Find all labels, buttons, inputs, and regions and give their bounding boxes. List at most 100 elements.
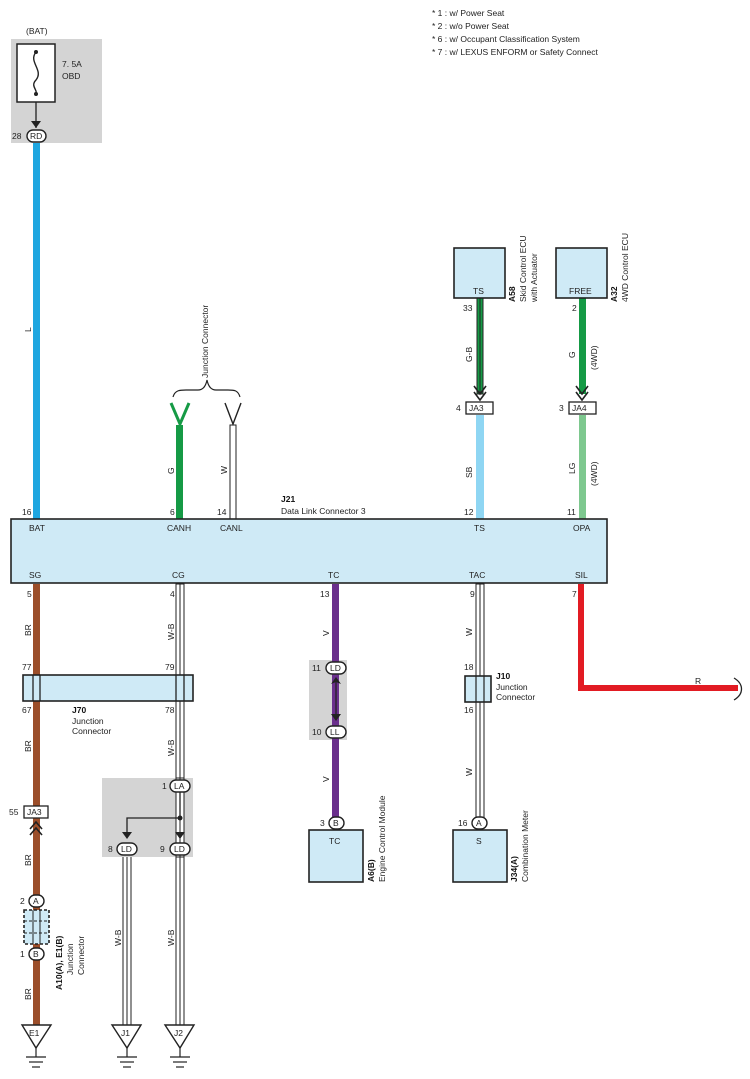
4wd-id: A32 <box>609 286 619 302</box>
wire-continue-icon <box>733 677 743 701</box>
svg-text:2: 2 <box>20 896 25 906</box>
ground-icon <box>20 1024 53 1050</box>
option-notes: * 1 : w/ Power Seat * 2 : w/o Power Seat… <box>432 8 598 57</box>
cg-ground-junction: LA 1 LD 8 LD 9 <box>102 777 193 858</box>
wire-free-g <box>579 298 586 394</box>
j70-name2: Connector <box>72 726 111 736</box>
svg-text:A: A <box>33 896 39 906</box>
sg-ja3-connector: JA3 55 <box>9 805 49 836</box>
fuse-name: OBD <box>62 71 80 81</box>
dlc-name: Data Link Connector 3 <box>281 506 366 516</box>
pin-canl-name: CANL <box>220 523 243 533</box>
svg-text:LD: LD <box>174 844 185 854</box>
svg-text:LA: LA <box>174 781 185 791</box>
skid-name1: Skid Control ECU <box>518 235 528 302</box>
fuse-block: (BAT) 7. 5A OBD <box>11 26 102 143</box>
svg-text:RD: RD <box>30 131 42 141</box>
label-cg-b: W-B <box>166 739 176 756</box>
skid-control-ecu: TS A58 Skid Control ECU with Actuator 33… <box>453 235 539 415</box>
skid-terminal: TS <box>473 286 484 296</box>
label-tac-b: W <box>464 768 474 776</box>
j70-pin-78: 78 <box>165 705 175 715</box>
ja4-pin: 3 <box>559 403 564 413</box>
tc-ld-connector <box>325 661 347 675</box>
ecm-name: Engine Control Module <box>377 795 387 882</box>
ground-e1: E1 <box>20 1024 53 1068</box>
ja3-connector <box>465 401 494 415</box>
label-ts-sb-wire: SB <box>464 466 474 478</box>
4wd-terminal: FREE <box>569 286 592 296</box>
j10-junction-connector: 18 16 J10 Junction Connector <box>464 662 535 715</box>
wire-sil-r <box>578 584 738 691</box>
dlc-j21: J21 Data Link Connector 3 16 BAT 6 CANH … <box>10 494 608 599</box>
combination-meter: A 16 S J34(A) Combination Meter <box>452 810 530 883</box>
svg-text:1: 1 <box>20 949 25 959</box>
ja3-double-arrow-icon <box>473 385 487 402</box>
j10-pin-out: 16 <box>464 705 474 715</box>
pin-sg-name: SG <box>29 570 41 580</box>
svg-text:1: 1 <box>162 781 167 791</box>
svg-text:LL: LL <box>330 727 340 737</box>
fuse-group-label: (BAT) <box>26 26 48 36</box>
ground-j1-label: J1 <box>121 1028 130 1038</box>
rd-pin: 28 <box>12 131 22 141</box>
svg-text:A: A <box>476 818 482 828</box>
skid-name2: with Actuator <box>529 253 539 303</box>
pin-tac-name: TAC <box>469 570 485 580</box>
j70-box <box>22 674 194 702</box>
label-tc-b: V <box>321 776 331 782</box>
ld-left-connector <box>116 842 138 856</box>
wire-canl-w <box>229 424 237 522</box>
note-6: * 6 : w/ Occupant Classification System <box>432 34 580 44</box>
pin-sil-num: 7 <box>572 589 577 599</box>
sg-ja3-pin: 55 <box>9 807 19 817</box>
meter-terminal: S <box>476 836 482 846</box>
arrow-down-icon <box>175 832 185 839</box>
pin-ts-name: TS <box>474 523 485 533</box>
j70-pin-77: 77 <box>22 662 32 672</box>
wire-opa-lg <box>579 415 586 521</box>
label-sg-c: BR <box>23 854 33 866</box>
ground-icon <box>163 1024 196 1050</box>
pin-bat-num: 16 <box>22 507 32 517</box>
ja4-connector <box>568 401 597 415</box>
ground-j2: J2 <box>163 1024 196 1068</box>
label-canl-wire: W <box>219 466 229 474</box>
j70-id: J70 <box>72 705 86 715</box>
junction-connector-bracket: Junction Connector <box>169 305 242 428</box>
fuse-rating: 7. 5A <box>62 59 82 69</box>
svg-text:9: 9 <box>160 844 165 854</box>
j70-junction-connector: 77 79 67 78 J70 Junction Connector <box>22 662 194 736</box>
pin-opa-name: OPA <box>573 523 591 533</box>
4wd-wire-opt: (4WD) <box>589 345 599 370</box>
ld-right-connector <box>169 842 191 856</box>
svg-text:JA3: JA3 <box>27 807 42 817</box>
a10-id: A10(A), E1(B) <box>54 936 64 990</box>
note-2: * 2 : w/o Power Seat <box>432 21 510 31</box>
4wd-ecu-box <box>555 247 608 299</box>
meter-pin: 16 <box>458 818 468 828</box>
a10-name2: Connector <box>76 936 86 975</box>
rd-connector <box>26 129 47 143</box>
4wd-wire-label: G <box>567 351 577 358</box>
a10-box <box>23 909 50 945</box>
label-cg-a: W-B <box>166 623 176 640</box>
arrow-down-icon <box>331 714 341 721</box>
ja4-double-arrow-icon <box>575 385 589 402</box>
meter-name: Combination Meter <box>520 810 530 882</box>
svg-text:10: 10 <box>312 727 322 737</box>
ecm-pin: 3 <box>320 818 325 828</box>
j70-pin-67: 67 <box>22 705 32 715</box>
tc-junction: LD 11 LL 10 <box>309 660 347 740</box>
engine-control-module: B 3 TC A6(B) Engine Control Module <box>308 795 387 883</box>
note-7: * 7 : w/ LEXUS ENFORM or Safety Connect <box>432 47 598 57</box>
skid-ecu-box <box>453 247 506 299</box>
note-1: * 1 : w/ Power Seat <box>432 8 505 18</box>
ground-j1: J1 <box>110 1024 143 1068</box>
skid-pin: 33 <box>463 303 473 313</box>
dlc-box <box>10 518 608 584</box>
arrow-down-icon <box>122 832 132 839</box>
wire-cg-branch-wb <box>122 849 132 1027</box>
fuse-icon <box>33 51 39 95</box>
